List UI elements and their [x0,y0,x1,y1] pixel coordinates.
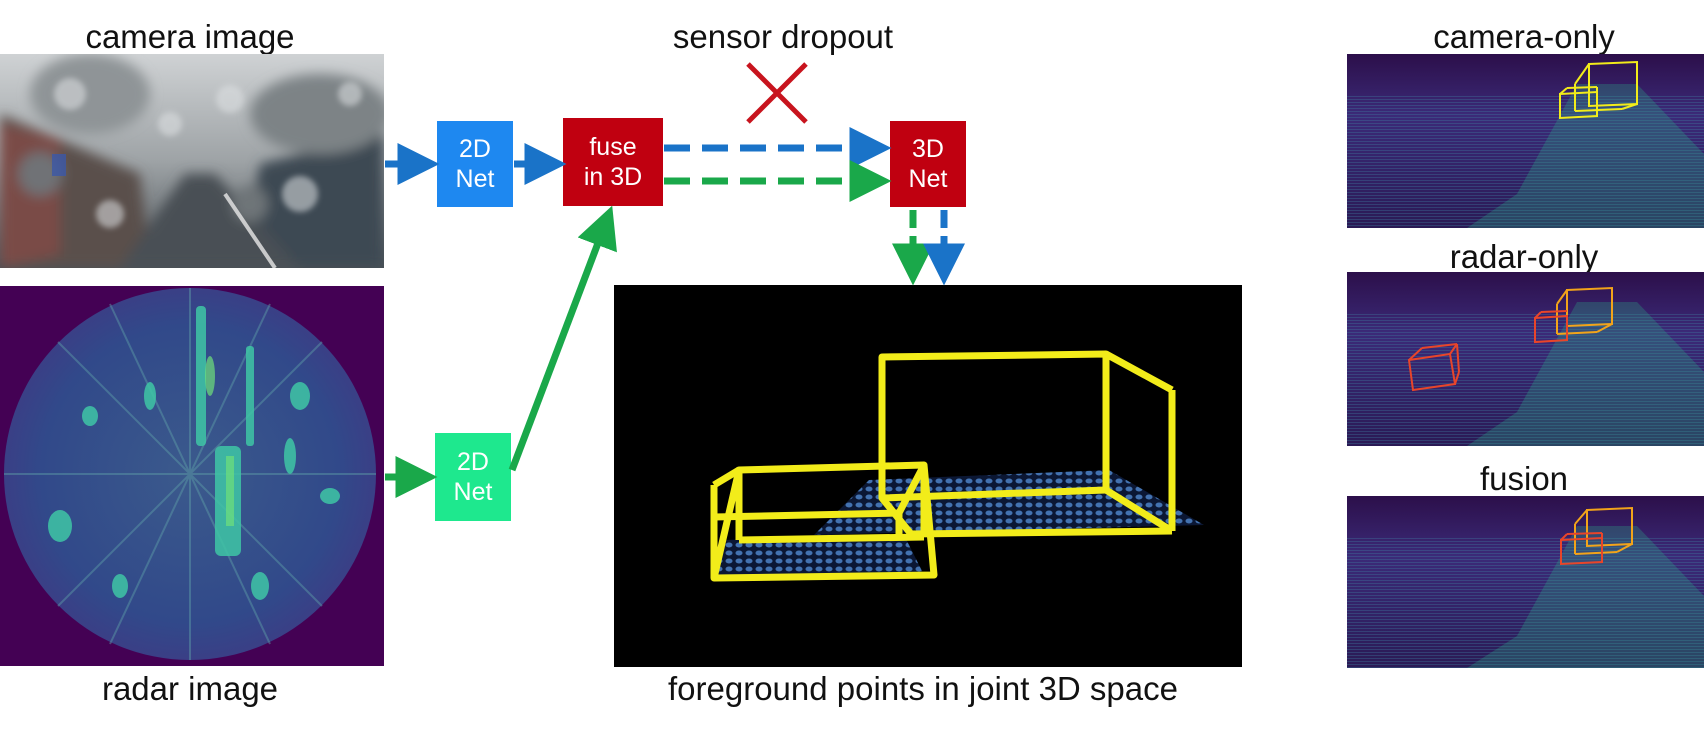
radar-image-graphic [4,288,376,660]
3d-net-line2: Net [908,165,948,193]
fusion-label: fusion [1479,460,1569,497]
radar-only-result [1347,272,1704,446]
camera-image [0,54,384,268]
radar-2d-net-line2: Net [453,478,493,506]
camera-only-result [1347,54,1704,228]
radar-only-label: radar-only [1449,238,1599,275]
camera-image-label: camera image [85,18,295,55]
camera-image-graphic [0,54,384,268]
3d-net-box: 3D Net [890,121,966,207]
camera-2d-net-line2: Net [455,165,495,193]
fuse-line2: in 3D [583,163,643,191]
radar-2d-net-box: 2D Net [435,433,511,521]
camera-2d-net-line1: 2D [459,135,491,163]
radar-image-label: radar image [101,670,279,707]
foreground-3d-graphic [710,350,1204,582]
camera-2d-net-box: 2D Net [437,121,513,207]
dropout-x-icon [746,62,808,124]
fusion-graphic [1347,496,1704,668]
radar-only-graphic [1347,272,1704,446]
camera-only-label: camera-only [1433,18,1615,55]
fuse-line1: fuse [589,133,637,161]
radar-2d-net-line1: 2D [457,448,489,476]
radar-image [0,286,384,666]
fusion-result [1347,496,1704,668]
sensor-dropout-label: sensor dropout [672,18,894,55]
fuse-in-3d-box: fuse in 3D [563,118,663,206]
foreground-points-label: foreground points in joint 3D space [668,670,1178,707]
camera-only-graphic [1347,54,1704,228]
arrow-radar-2dnet-to-fuse [508,205,617,472]
foreground-3d-view [614,285,1242,667]
3d-net-line1: 3D [912,135,944,163]
